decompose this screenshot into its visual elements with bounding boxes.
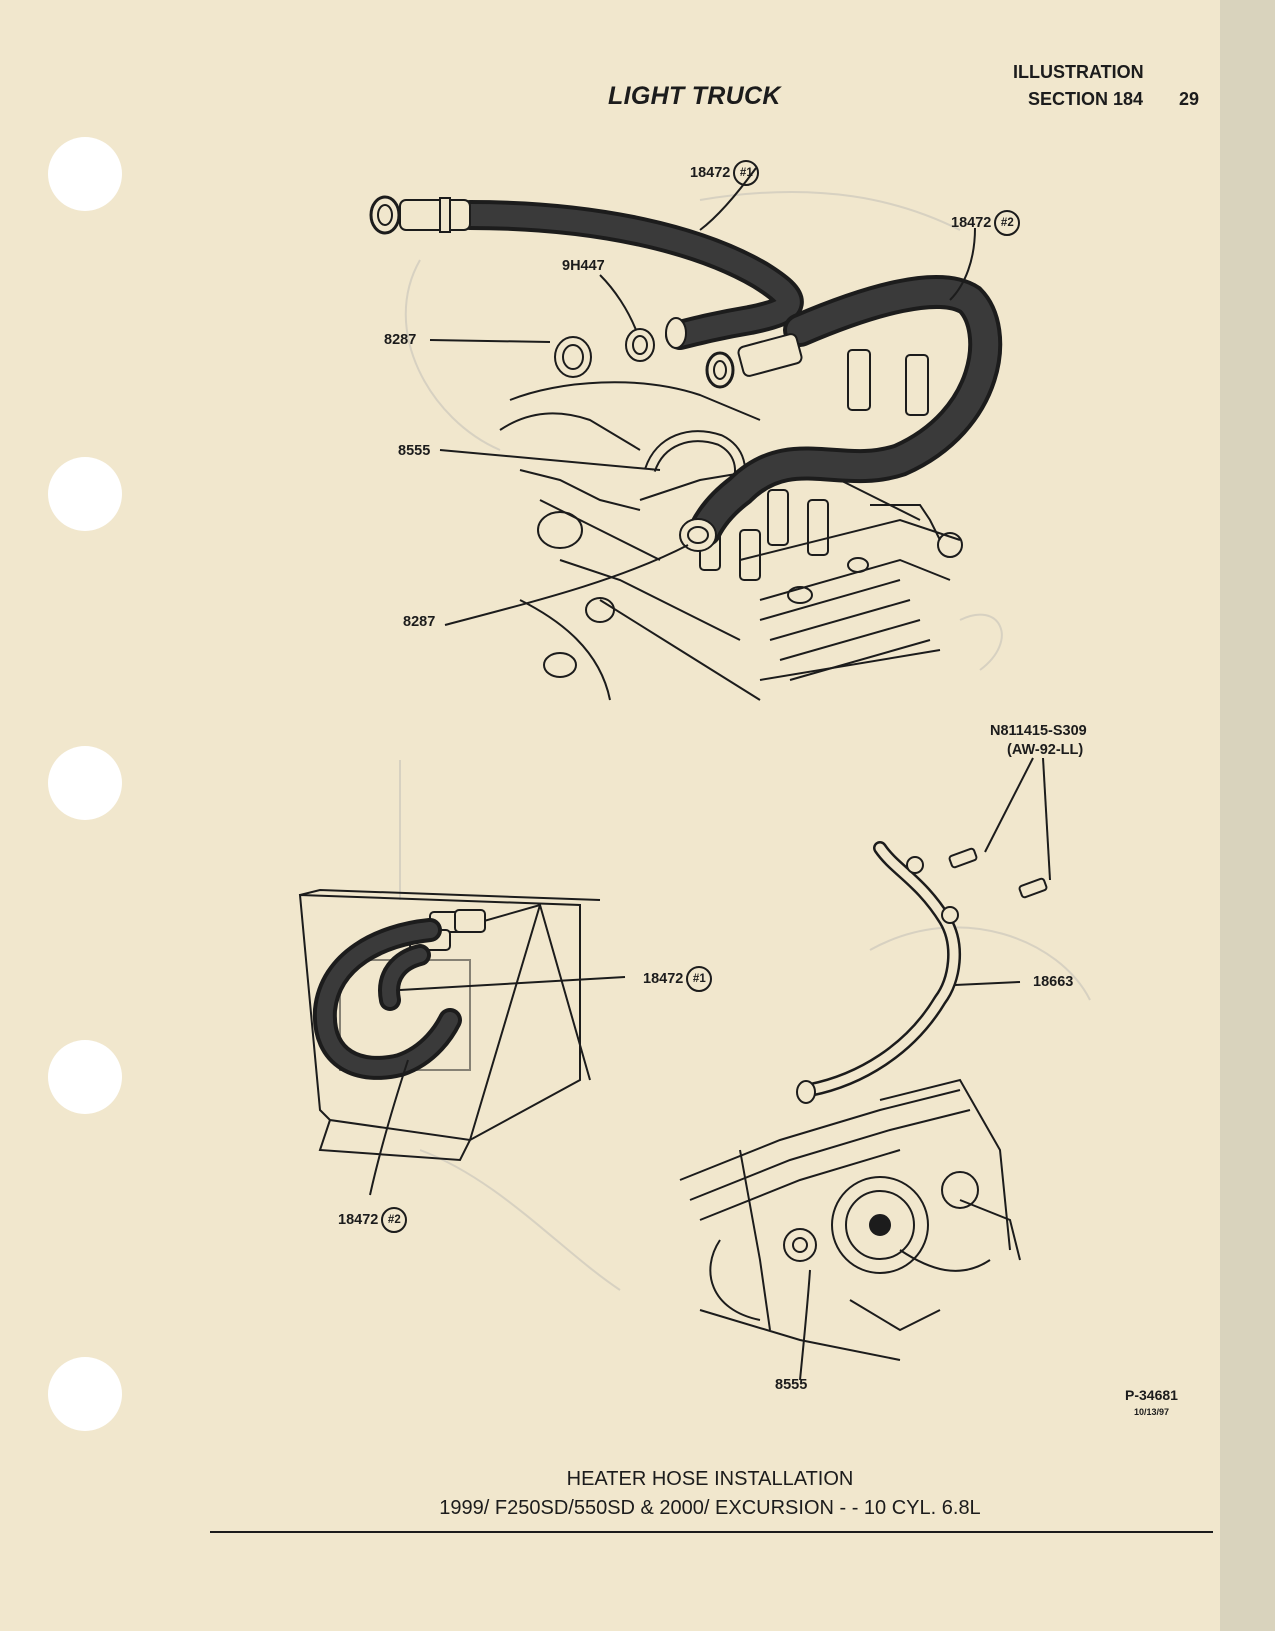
callout-top-clamp-lower: 8287	[403, 614, 436, 630]
callout-bottom-hose-2: 18472#2	[338, 1207, 408, 1233]
illustration-date: 10/13/97	[1134, 1407, 1170, 1417]
binder-hole	[48, 137, 122, 211]
page-number: 29	[1179, 89, 1200, 109]
callout-part-number: 18472	[338, 1211, 379, 1228]
callout-top-tube: 8555	[398, 443, 431, 459]
bolts	[948, 847, 1048, 899]
callout-top-connector: 9H447	[562, 258, 605, 274]
page-title: LIGHT TRUCK	[608, 82, 781, 110]
callout-bolt-spec: (AW-92-LL)	[1007, 742, 1084, 758]
callout-tag: #2	[994, 210, 1021, 236]
callout-part-number: 18472	[690, 164, 731, 181]
reverse-show-through	[399, 190, 1091, 1291]
callout-top-hose-1: 18472#1	[690, 160, 760, 186]
page-edge-shadow	[1220, 0, 1275, 1631]
top-engine-view	[499, 349, 963, 701]
caption-subtitle: 1999/ F250SD/550SD & 2000/ EXCURSION - -…	[439, 1497, 981, 1519]
callout-bottom-fitting: 8555	[775, 1377, 808, 1393]
caption-title: HEATER HOSE INSTALLATION	[566, 1468, 854, 1490]
top-hose-2	[688, 274, 1003, 547]
callout-tag: #1	[686, 966, 713, 992]
callout-bottom-hose-1: 18472#1	[643, 966, 713, 992]
bottom-leader-lines	[369, 757, 1051, 1381]
caption-rule	[210, 1531, 1213, 1533]
callout-part-number: 18472	[643, 970, 684, 987]
top-hose-1	[369, 195, 804, 350]
binder-hole	[48, 1040, 122, 1114]
top-clamps	[554, 328, 717, 552]
callout-tag: #2	[381, 1207, 408, 1233]
binder-hole	[48, 1357, 122, 1431]
illustration-label: ILLUSTRATION	[1013, 62, 1144, 82]
callout-bolt: N811415-S309	[990, 723, 1087, 739]
binder-hole	[48, 457, 122, 531]
section-label: SECTION 184	[1028, 89, 1144, 109]
callout-part-number: 18472	[951, 214, 992, 231]
callout-tag: #1	[733, 160, 760, 186]
callout-top-hose-2: 18472#2	[951, 210, 1021, 236]
callout-top-clamp-upper: 8287	[384, 332, 417, 348]
illustration-id: P-34681	[1125, 1387, 1178, 1403]
binder-hole	[48, 746, 122, 820]
callout-bottom-tube: 18663	[1033, 974, 1074, 990]
heater-box-hoses	[312, 918, 462, 1080]
bottom-engine-view	[679, 1078, 1021, 1361]
tube-18663	[796, 841, 962, 1104]
